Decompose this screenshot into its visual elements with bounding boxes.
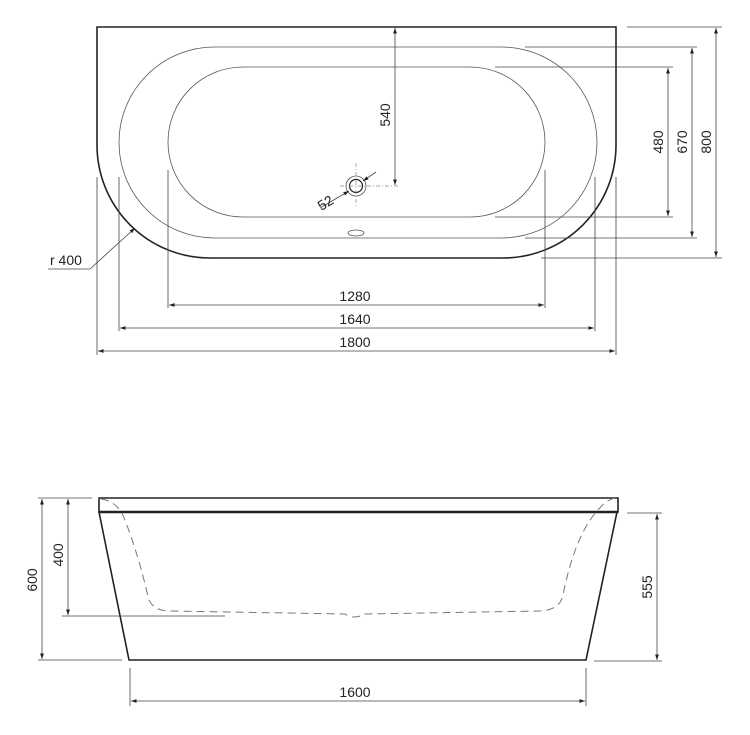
dim-total-height: 600 [24, 568, 40, 592]
dim-rim-width: 670 [674, 130, 690, 154]
hidden-basin-line [100, 497, 616, 618]
dim-drain-diameter: 52 [315, 192, 337, 214]
dim-drain-position: 540 [377, 103, 393, 127]
overflow-icon [347, 229, 365, 237]
rim-outline [118, 46, 598, 239]
outer-outline [96, 26, 617, 259]
dim-overall-width: 800 [698, 130, 714, 154]
top-view: 540 52 r 400 480 670 800 1280 164 [48, 26, 722, 355]
dim-inner-length: 1280 [339, 288, 370, 304]
drain-icon [340, 163, 398, 207]
body-outline [98, 511, 618, 661]
basin-outline [167, 66, 546, 218]
dim-inner-width: 480 [650, 130, 666, 154]
rim-band [98, 497, 619, 513]
side-view: 600 400 555 1600 [24, 497, 662, 706]
dim-base-length: 1600 [339, 684, 370, 700]
dim-corner-radius: r 400 [50, 252, 82, 268]
dim-overall-length: 1800 [339, 334, 370, 350]
dim-rim-length: 1640 [339, 311, 370, 327]
dim-inner-depth: 400 [50, 543, 66, 567]
dim-side-height: 555 [639, 575, 655, 599]
